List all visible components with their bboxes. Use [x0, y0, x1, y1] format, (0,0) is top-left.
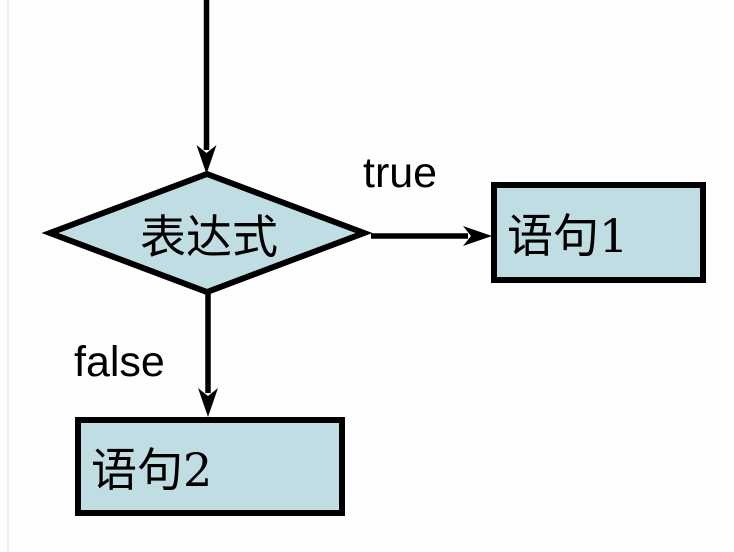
false-arrow [198, 294, 218, 417]
statement1-node: 语句1 [491, 182, 706, 283]
statement1-node-label: 语句1 [507, 209, 628, 263]
true-edge-label: true [363, 149, 437, 197]
entry-arrow [196, 0, 217, 174]
decision-node-label: 表达式 [140, 210, 278, 264]
statement2-rect-shape [75, 417, 345, 516]
true-arrowhead-icon [463, 226, 492, 246]
decision-node: 表达式 [41, 170, 373, 296]
statement1-rect-shape [491, 182, 706, 283]
false-arrowhead-icon [198, 388, 218, 417]
true-arrow [371, 226, 492, 246]
decision-diamond-shape [41, 170, 373, 296]
false-edge-label: false [74, 338, 165, 386]
statement2-node-label: 语句2 [91, 443, 212, 497]
statement2-node: 语句2 [75, 417, 345, 516]
entry-arrowhead-icon [196, 145, 217, 174]
